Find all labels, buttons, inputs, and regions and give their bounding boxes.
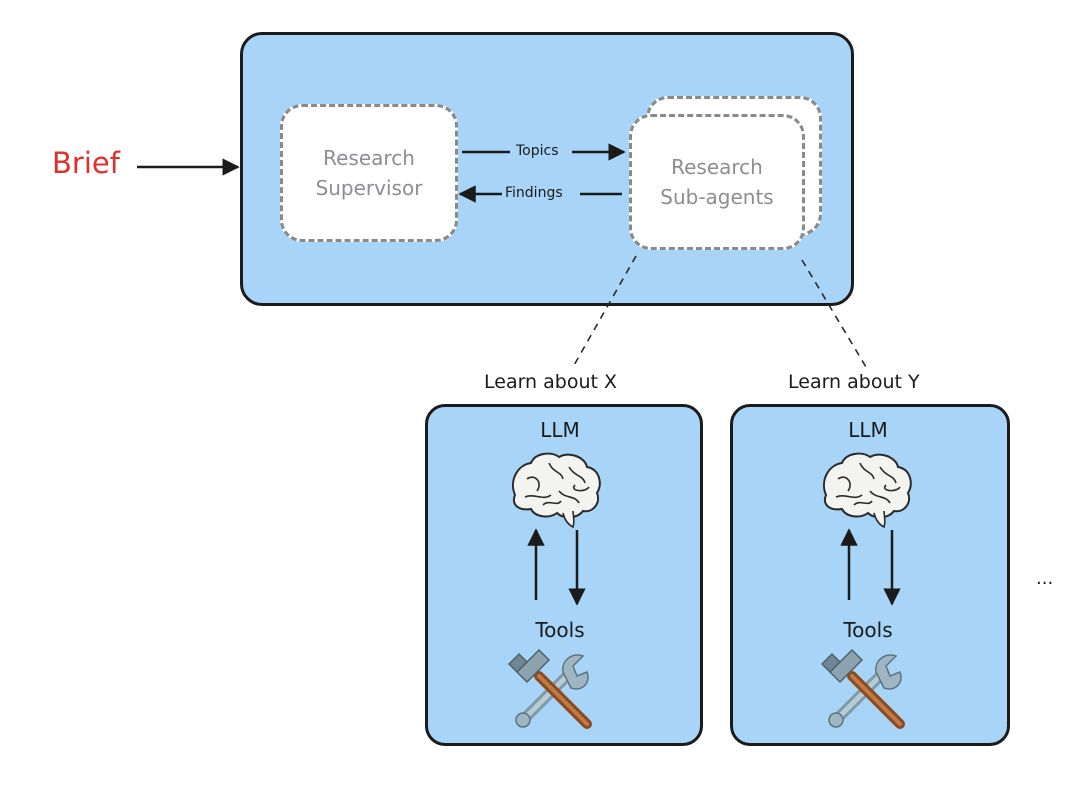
brief-label: Brief <box>52 146 120 180</box>
task-label-y: Learn about Y <box>788 371 920 393</box>
llm-label-x: LLM <box>540 418 580 442</box>
subagents-label-line1: Research <box>671 155 763 179</box>
findings-edge-label: Findings <box>505 185 563 201</box>
subagents-label-line2: Sub-agents <box>660 185 774 209</box>
task-label-x: Learn about X <box>484 371 618 393</box>
supervisor-label-line1: Research <box>323 146 415 170</box>
tools-label-x: Tools <box>535 618 585 642</box>
connector-to-y <box>801 259 867 368</box>
llm-label-y: LLM <box>848 418 888 442</box>
brain-icon <box>512 452 601 529</box>
topics-edge-label: Topics <box>516 143 559 159</box>
hammer-wrench-icon <box>507 648 592 729</box>
tools-label-y: Tools <box>843 618 893 642</box>
brain-icon <box>823 452 912 529</box>
hammer-wrench-icon <box>820 648 905 729</box>
supervisor-label-line2: Supervisor <box>315 176 423 200</box>
research-supervisor-node: Research Supervisor <box>280 104 458 242</box>
more-agents-ellipsis: ... <box>1036 568 1054 589</box>
research-subagents-node: Research Sub-agents <box>629 114 805 250</box>
connector-to-x <box>572 255 637 368</box>
